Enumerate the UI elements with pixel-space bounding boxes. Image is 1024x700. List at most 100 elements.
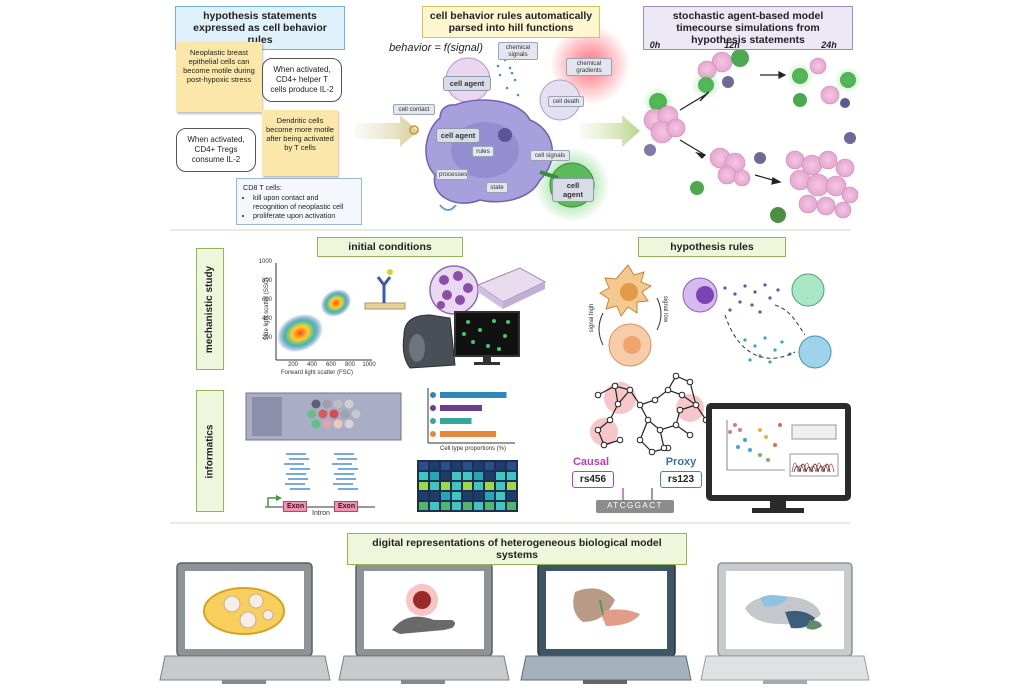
heatmap-cell	[419, 462, 428, 470]
tag-cell-death: cell death	[548, 96, 584, 107]
expression-heatmap	[417, 460, 518, 512]
heatmap-cell	[441, 482, 450, 490]
pancreas-icon	[600, 609, 640, 626]
heatmap-cell	[474, 492, 483, 500]
tag-rules: rules	[472, 146, 494, 157]
exon-label: Exon	[334, 501, 358, 512]
timepoint-12h: 12h	[724, 40, 740, 50]
proportions-xlabel: Cell type proportions (%)	[439, 446, 507, 452]
heatmap-cell	[496, 502, 505, 510]
proportion-bar	[440, 405, 482, 411]
flow-cytometry-plot	[275, 263, 372, 361]
tag-state: state	[486, 182, 508, 193]
flow-xtick: 800	[344, 362, 355, 368]
flow-arrow	[355, 115, 418, 147]
tag-cell-signals: cell signals	[530, 150, 570, 161]
heatmap-cell	[474, 502, 483, 510]
cell-organelle	[498, 128, 512, 142]
heatmap-cell	[430, 472, 439, 480]
proportion-bar	[440, 431, 496, 437]
side-label-mechanistic-text: mechanistic study	[204, 265, 216, 353]
header-hypothesis-rules: hypothesis rules	[638, 237, 786, 257]
cd8-rule-item: kill upon contact and recognition of neo…	[253, 193, 355, 211]
heatmap-cell	[507, 482, 516, 490]
flow-ytick: 800	[261, 278, 272, 284]
purple-signal-dots	[723, 283, 780, 314]
cd8-rule-box: CD8 T cells: kill upon contact and recog…	[236, 178, 362, 225]
sequencing-reads	[284, 453, 358, 490]
proportion-legend-dot	[430, 392, 436, 398]
laptop-organ-model	[520, 562, 692, 684]
heatmap-cell	[463, 492, 472, 500]
heatmap-cell	[441, 502, 450, 510]
cd8-rule-list: kill upon contact and recognition of neo…	[243, 193, 355, 220]
antibody-staining-icon	[364, 269, 406, 310]
cell-appendage	[439, 204, 457, 211]
sequencer-instrument-icon	[402, 314, 456, 369]
timecourse-arrows	[679, 71, 787, 185]
promoter-arrow-icon	[267, 497, 276, 507]
flow-ytick: 400	[261, 316, 272, 322]
mouse-icon	[392, 616, 455, 634]
heatmap-cell	[485, 462, 494, 470]
snp-causal: rs456	[572, 471, 614, 488]
flow-ytick: 200	[261, 335, 272, 341]
heatmap-cell	[419, 502, 428, 510]
cell-signal-receptor	[539, 170, 559, 180]
flow-xtick: 400	[306, 362, 317, 368]
gel-image	[791, 424, 837, 440]
laptop-brain-model	[700, 562, 870, 684]
heatmap-cell	[496, 472, 505, 480]
flow-ytick: 600	[261, 297, 272, 303]
gene-network	[590, 372, 710, 456]
header-simulations: stochastic agent-based model timecourse …	[643, 6, 853, 50]
imaging-monitor-icon	[454, 311, 520, 365]
proportion-bar	[440, 418, 472, 424]
target-cell-blue	[798, 335, 832, 369]
hill-signal-low: signal low	[662, 295, 668, 323]
spatial-slide-icon	[245, 392, 402, 441]
heatmap-cell	[452, 502, 461, 510]
heatmap-cell	[496, 482, 505, 490]
heatmap-cell	[430, 482, 439, 490]
tag-chemical-signals: chemical signals	[498, 42, 538, 60]
side-label-mechanistic: mechanistic study	[196, 248, 224, 370]
heatmap-cell	[485, 482, 494, 490]
sticky-note-dendritic: Dendritic cells become more motile after…	[262, 110, 338, 176]
cell-nucleus	[620, 283, 638, 301]
causal-label: Causal	[572, 456, 610, 468]
laptop-mouse-model	[338, 562, 510, 684]
heatmap-cell	[441, 462, 450, 470]
header-initial-conditions: initial conditions	[317, 237, 463, 257]
proportion-legend-dot	[430, 418, 436, 424]
heatmap-cell	[507, 502, 516, 510]
tag-cell-agent-neighbor: cell agent	[552, 178, 594, 202]
heatmap-cell	[474, 462, 483, 470]
side-label-informatics-text: informatics	[204, 424, 216, 478]
petri-dish-icon	[203, 587, 285, 635]
flow-ylabel: Side light scatter (SSC)	[264, 277, 270, 341]
heatmap-cell	[430, 502, 439, 510]
heatmap-cell	[485, 472, 494, 480]
heatmap-cell	[496, 462, 505, 470]
hill-signal-high: signal high	[589, 303, 595, 333]
proportion-bar	[440, 392, 507, 398]
intron-label: Intron	[312, 510, 330, 517]
timepoint-24h: 24h	[821, 40, 837, 50]
heatmap-cell	[463, 462, 472, 470]
blue-signal-dots	[743, 336, 792, 364]
chemical-signal-dots	[496, 58, 520, 97]
cell-population-2	[320, 289, 352, 317]
cell-population-1	[276, 313, 324, 353]
signal-high-arrow	[598, 312, 604, 346]
simulation-timecourse	[642, 49, 862, 223]
contact-receptor	[409, 125, 419, 135]
umap-plot	[726, 420, 785, 471]
dendritic-cell	[644, 144, 656, 156]
speech-bubble-cd4-helper: When activated, CD4+ helper T cells prod…	[262, 58, 342, 102]
dna-strand	[596, 500, 674, 513]
heatmap-cell	[452, 472, 461, 480]
tumor-cluster-24h-bottom	[785, 150, 859, 219]
